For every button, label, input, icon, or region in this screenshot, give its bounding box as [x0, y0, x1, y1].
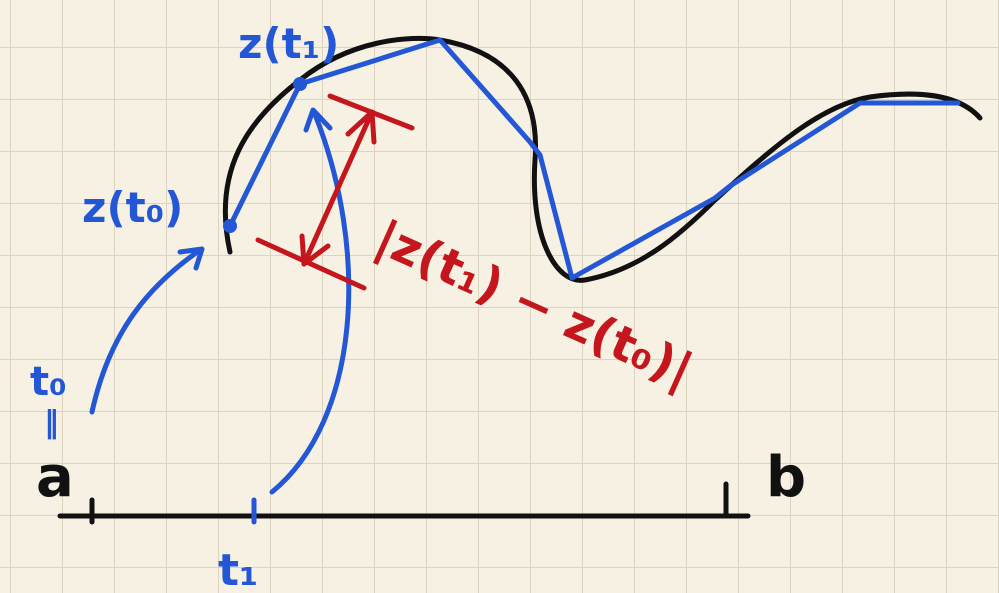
red-arrow-head-top	[345, 109, 377, 145]
point-z-t1	[293, 77, 307, 91]
label-a: a	[36, 445, 74, 510]
label-distance: |z(t₁) − z(t₀)|	[367, 210, 701, 400]
label-z-t1: z(t₁)	[238, 19, 339, 68]
label-z-t0: z(t₀)	[82, 183, 183, 232]
polygonal-approximation	[227, 37, 961, 281]
arrow-t1-to-z-t1	[269, 109, 352, 495]
label-t0-equals: ‖	[44, 405, 59, 440]
red-guide-lower	[255, 237, 367, 291]
label-t1: t₁	[218, 545, 258, 593]
arrow-head-t1	[303, 107, 333, 133]
curve-z	[222, 35, 983, 283]
red-distance-arrow	[301, 109, 375, 267]
arrow-head-t0	[177, 246, 205, 271]
red-arrow-head-bottom	[299, 233, 331, 267]
point-z-t0	[223, 219, 237, 233]
label-b: b	[766, 445, 806, 510]
label-t0: t₀	[30, 359, 67, 405]
arrow-t0-to-z-t0	[89, 247, 203, 415]
